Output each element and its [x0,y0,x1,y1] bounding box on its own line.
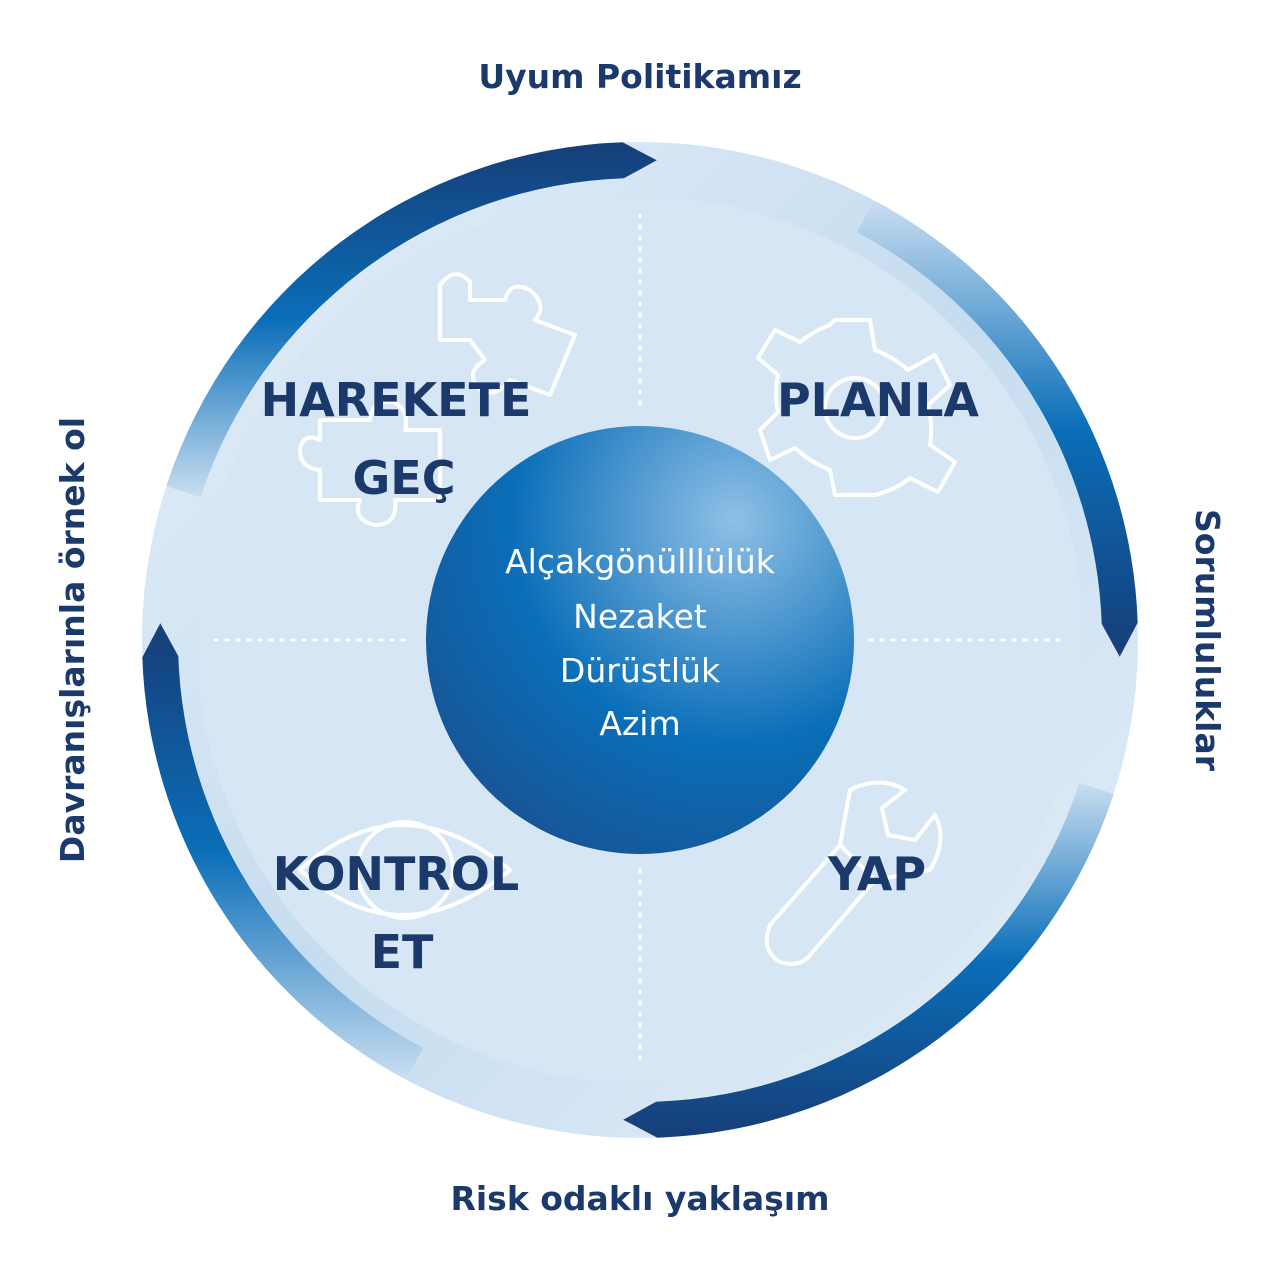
phase-plan-label: PLANLA [777,373,979,427]
phase-check-line1: KONTROL [273,847,519,901]
core-value-humility: Alçakgönülllülük [505,542,776,581]
label-left: Davranışlarınla örnek ol [53,417,92,863]
label-top: Uyum Politikamız [478,57,801,96]
phase-act-line2: GEÇ [353,451,456,505]
phase-do-label: YAP [827,847,926,901]
core-value-courtesy: Nezaket [573,597,707,636]
core-circle [426,426,854,854]
arc-arrow-top-right [856,200,1138,657]
cycle-arrows [142,142,1138,1138]
core-value-perseverance: Azim [599,704,680,743]
wrench-icon [764,780,943,966]
puzzle-icon [298,272,577,527]
arc-arrow-bottom-right [623,782,1114,1138]
arc-arrow-bottom-left [142,623,424,1080]
arc-arrow-top-left [166,142,657,498]
eye-icon [298,820,512,920]
core-value-honesty: Dürüstlük [560,651,721,690]
phase-check-line2: ET [371,925,434,979]
gear-icon [756,318,957,497]
label-right: Sorumluluklar [1188,509,1227,772]
phase-act-line1: HAREKETE [261,373,532,427]
label-bottom: Risk odaklı yaklaşım [450,1179,829,1218]
